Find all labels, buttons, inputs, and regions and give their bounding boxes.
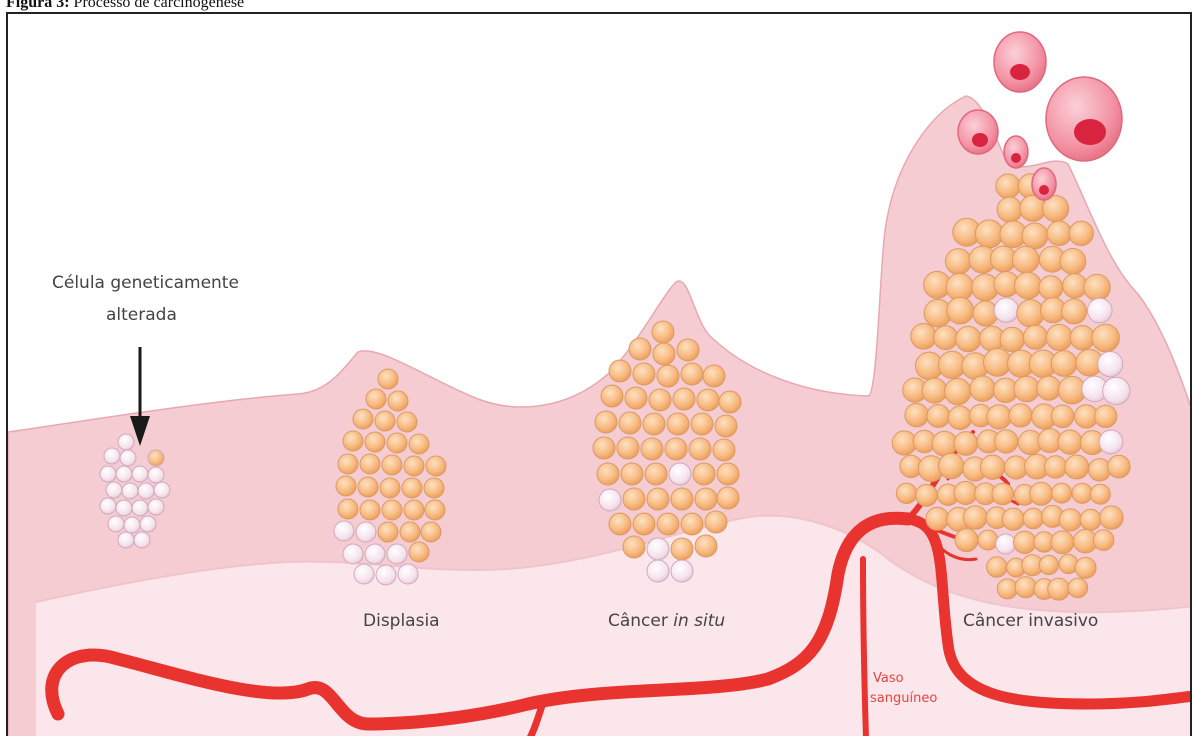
- dysplasia-label: Displasia: [363, 611, 440, 631]
- tumor-cell: [1044, 456, 1066, 478]
- figure-frame: Célula geneticamente alterada Displasia …: [6, 12, 1192, 736]
- altered-cell: [148, 450, 164, 466]
- tumor-cell: [975, 220, 1003, 248]
- altered-cell-label-line2: alterada: [106, 305, 177, 325]
- tumor-cell: [1012, 246, 1039, 273]
- altered-cell-label-line1: Célula geneticamente: [52, 273, 239, 293]
- tumor-cell: [1017, 300, 1044, 327]
- tumor-cell: [995, 430, 1018, 453]
- in-situ-label: Câncer in situ: [608, 611, 725, 631]
- tumor-cell: [1069, 221, 1093, 245]
- tumor-cell: [1095, 405, 1117, 427]
- tumor-cell: [1070, 326, 1094, 350]
- tumor-cell: [1075, 557, 1096, 578]
- tumor-cell: [992, 483, 1014, 505]
- tumor-cell: [911, 324, 937, 350]
- tumor-cell: [1039, 276, 1063, 300]
- tumor-cell: [996, 174, 1020, 198]
- tumor-cell: [980, 455, 1004, 479]
- tumor-cell: [1023, 325, 1047, 349]
- tumor-cell: [1068, 578, 1088, 598]
- tumor-cell: [954, 432, 978, 456]
- tumor-cell: [932, 431, 957, 456]
- tumor-cell: [1047, 221, 1072, 246]
- tumor-cell: [1060, 249, 1086, 275]
- tumor-cell: [1103, 377, 1130, 404]
- tumor-cell: [1088, 459, 1110, 481]
- tumor-cell: [1022, 223, 1048, 249]
- tumor-cell: [954, 481, 977, 504]
- tumor-cell: [1062, 299, 1087, 324]
- tumor-cell: [892, 431, 916, 455]
- tumor-cell: [970, 376, 995, 401]
- tumor-cell: [955, 529, 978, 552]
- figure-title: Processo de carcinogênese: [74, 0, 245, 11]
- tumor-cell: [1100, 506, 1123, 529]
- tumor-cell: [1063, 274, 1087, 298]
- tumor-cell: [1048, 578, 1070, 600]
- tumor-cell: [1052, 483, 1072, 503]
- tumor-cell: [1065, 455, 1089, 479]
- tumor-cell: [1051, 405, 1074, 428]
- tumor-cell: [978, 530, 998, 550]
- tumor-cell: [1039, 555, 1058, 574]
- tumor-cell: [997, 197, 1022, 222]
- tumor-cell: [1098, 352, 1123, 377]
- tumor-cell: [1009, 404, 1032, 427]
- tumor-cell: [1030, 482, 1053, 505]
- tumor-cell: [996, 534, 1016, 554]
- tumor-cell: [1093, 530, 1114, 551]
- tumor-cell: [927, 405, 950, 428]
- tumor-cell: [1002, 508, 1024, 530]
- tumor-cell: [1015, 577, 1036, 598]
- tumor-cell: [947, 297, 974, 324]
- tumor-cell: [1092, 324, 1120, 352]
- tumor-cell: [1084, 274, 1110, 300]
- tumor-cell: [956, 326, 981, 351]
- tumor-cell: [1051, 351, 1077, 377]
- tumor-cell: [896, 483, 916, 503]
- tumor-cell: [1099, 430, 1123, 454]
- invasive-label: Câncer invasivo: [963, 611, 1098, 631]
- tumor-cell: [1090, 484, 1110, 504]
- tumor-cell: [946, 273, 973, 300]
- tumor-cell: [1023, 508, 1043, 528]
- tumor-cell: [994, 298, 1018, 322]
- tumor-cell: [1046, 324, 1072, 350]
- tumor-cell: [1058, 430, 1082, 454]
- tumor-cell: [1014, 376, 1040, 402]
- tumor-cell: [1059, 509, 1081, 531]
- tumor-cell: [922, 378, 947, 403]
- tumor-cell: [987, 405, 1011, 429]
- tumor-cell: [916, 484, 938, 506]
- carcinogenesis-diagram: Célula geneticamente alterada Displasia …: [8, 14, 1192, 736]
- tumor-cell: [964, 506, 988, 530]
- tumor-cell: [945, 378, 971, 404]
- tumor-cell: [1080, 509, 1101, 530]
- tumor-cell: [1072, 483, 1092, 503]
- tumor-cell: [1088, 298, 1113, 323]
- tumor-cell: [997, 579, 1017, 599]
- tumor-cell: [1051, 531, 1074, 554]
- tumor-cell: [926, 507, 949, 530]
- tumor-cell: [1015, 272, 1042, 299]
- tumor-cell: [934, 326, 958, 350]
- tumor-cell: [1014, 531, 1036, 553]
- tumor-cell: [1037, 376, 1061, 400]
- tumor-cell: [948, 406, 972, 430]
- vessel-label-line2: sanguíneo: [870, 691, 937, 706]
- vessel-label-line1: Vaso: [873, 671, 904, 686]
- tumor-cell: [905, 403, 928, 426]
- figure-label: Figura 3:: [6, 0, 70, 11]
- tumor-cell: [945, 249, 971, 275]
- tumor-cell: [939, 453, 964, 478]
- tumor-cell: [987, 557, 1007, 577]
- tumor-cell: [1000, 327, 1024, 351]
- tumor-cell: [1108, 455, 1131, 478]
